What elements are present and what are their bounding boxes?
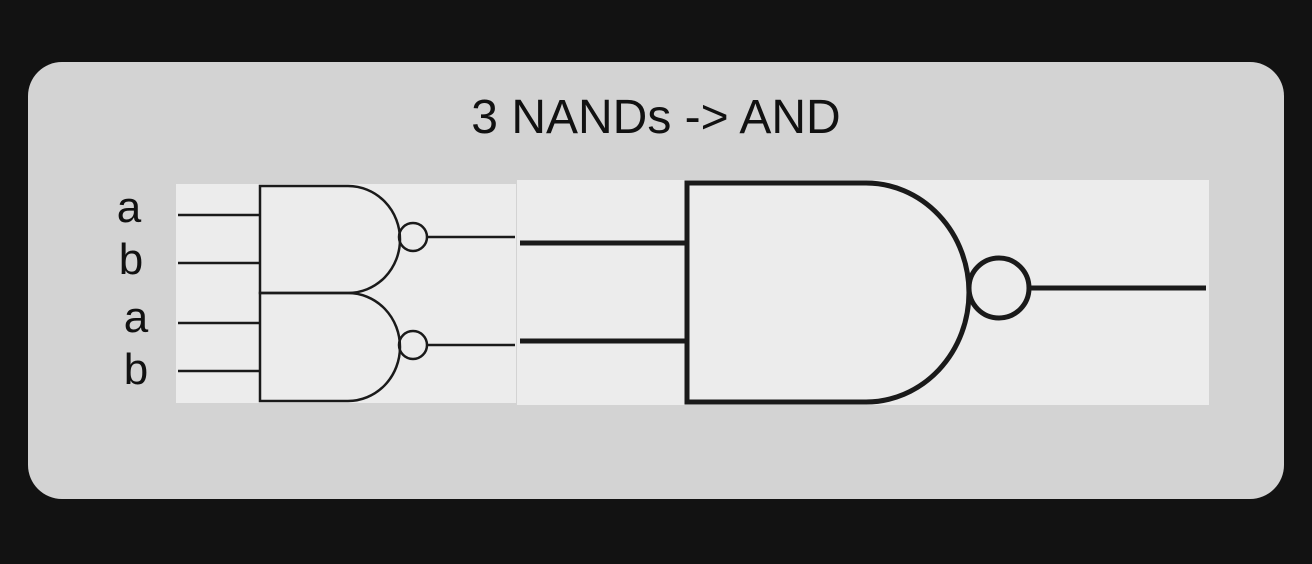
nand-gate-3 [520,180,1206,405]
nand-2-bubble [397,329,429,361]
nand-1-bubble [397,221,429,253]
nand-gate-2 [178,291,515,403]
nand-gate-1 [178,184,515,295]
nand-1-body [258,184,402,295]
input-label-a-bottom: a [123,293,149,342]
nand-3-bubble [966,255,1032,321]
right-gate-panel [517,180,1209,405]
input-label-b-bottom: b [123,345,149,394]
nand-3-body [684,180,972,405]
input-label-b-top: b [118,235,144,284]
diagram-title: 3 NANDs -> AND [471,91,841,144]
input-label-a-top: a [116,183,142,232]
nand-2-body [258,291,402,403]
